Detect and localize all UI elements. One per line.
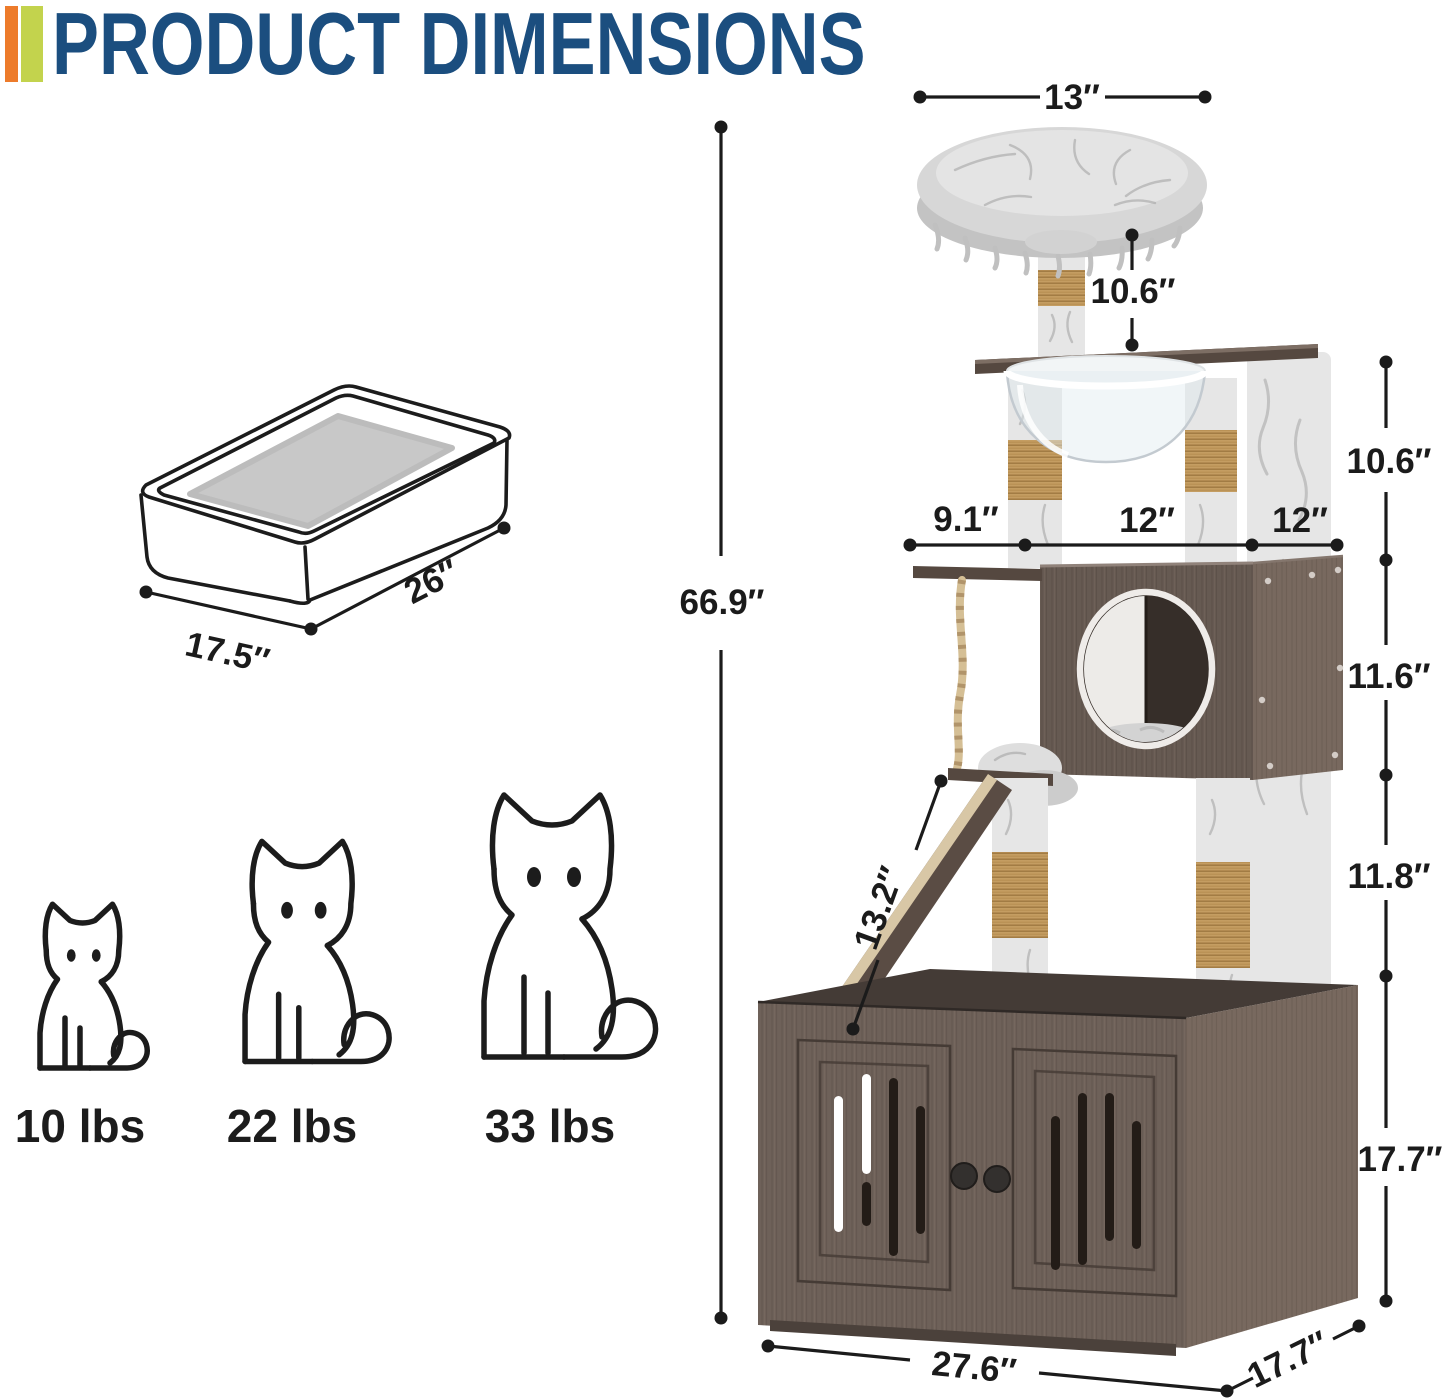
cat-large — [484, 795, 656, 1057]
label-top-width: 13″ — [1044, 78, 1100, 117]
cat-small — [40, 904, 147, 1068]
dim-top-post-height: 10.6″ — [1091, 228, 1176, 352]
label-cabinet-width: 27.6″ — [930, 1344, 1019, 1391]
litter-box-illustration: 17.5″ 26″ — [139, 384, 512, 681]
cabinet-left-door — [796, 1038, 952, 1292]
accent-bar-green — [21, 6, 43, 82]
condo-side-shelf — [913, 566, 1042, 581]
dim-litter-length: 26″ — [310, 521, 511, 631]
top-perch — [917, 127, 1207, 279]
litter-cabinet — [757, 969, 1358, 1356]
hanging-rope — [952, 576, 967, 776]
door-knob-right — [983, 1165, 1011, 1193]
page-title: PRODUCT DIMENSIONS — [52, 0, 866, 93]
dim-top-width: 13″ — [913, 78, 1212, 117]
label-condo-height: 11.6″ — [1348, 657, 1431, 696]
scratch-ramp — [822, 774, 1012, 1033]
dim-total-height: 66.9″ — [680, 120, 765, 1325]
cabinet-right-door — [1011, 1047, 1178, 1298]
label-weight-small: 10 lbs — [15, 1100, 145, 1152]
label-litter-width: 17.5″ — [182, 625, 274, 681]
label-cabinet-depth: 17.7″ — [1241, 1323, 1335, 1395]
capsule-bowl — [1003, 355, 1209, 464]
condo-hole — [1076, 588, 1216, 750]
dim-platform-widths: 9.1″ 12″ 12″ — [903, 500, 1344, 552]
header: PRODUCT DIMENSIONS — [5, 0, 1069, 93]
label-weight-large: 33 lbs — [485, 1100, 615, 1152]
label-platform-left: 9.1″ — [933, 500, 999, 539]
dim-cabinet-width: 27.6″ — [761, 1339, 1234, 1398]
cat-tree-illustration — [757, 127, 1358, 1356]
cat-medium — [245, 841, 389, 1061]
label-total-height: 66.9″ — [680, 583, 765, 622]
dim-cabinet-depth: 17.7″ — [1226, 1319, 1366, 1396]
condo-box — [1039, 554, 1344, 780]
label-top-post-height: 10.6″ — [1091, 272, 1176, 311]
label-lower-post-height: 11.8″ — [1348, 857, 1431, 896]
label-platform-mid: 12″ — [1119, 501, 1175, 540]
label-platform-depth: 12″ — [1272, 501, 1328, 540]
label-upper-tier-height: 10.6″ — [1347, 442, 1432, 481]
label-weight-medium: 22 lbs — [227, 1100, 357, 1152]
label-cabinet-height: 17.7″ — [1358, 1140, 1443, 1179]
dim-right-column: 10.6″ 11.6″ 11.8″ 17.7″ — [1347, 355, 1443, 1308]
door-knob-left — [950, 1162, 978, 1190]
cat-size-chart: 10 lbs 22 lbs 33 lbs — [15, 795, 656, 1152]
accent-bar-orange — [5, 6, 18, 82]
